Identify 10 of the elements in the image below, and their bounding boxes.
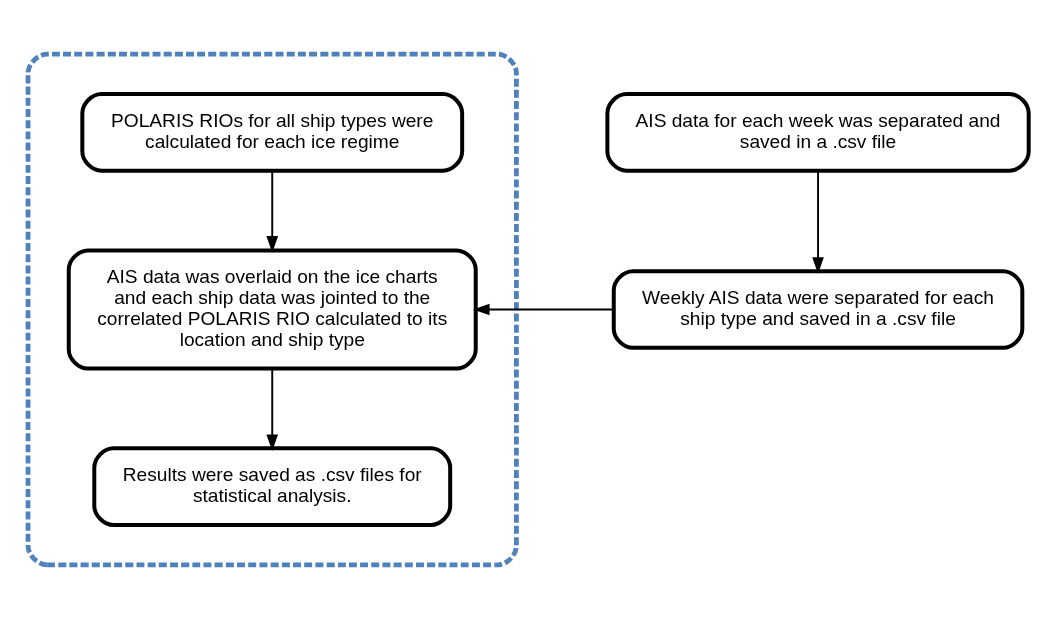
node-box: AIS data was overlaid on the ice charts and each ship data was jointed to the correlated POLARIS RIO calculated to its location and ship type — [66, 247, 478, 371]
node-box: POLARIS RIOs for all ship types were calculated for each ice regime — [80, 91, 465, 173]
arrow — [266, 367, 279, 451]
arrow — [266, 169, 279, 253]
node-box: Weekly AIS data were separated for each ship type and saved in a .csv file — [611, 268, 1025, 350]
node-box: Results were saved as .csv files for statistical analysis. — [92, 445, 453, 527]
cluster — [25, 51, 519, 567]
node-box: AIS data for each week was separated and saved in a .csv file — [605, 91, 1031, 173]
arrow — [812, 169, 824, 274]
arrow — [472, 303, 615, 315]
